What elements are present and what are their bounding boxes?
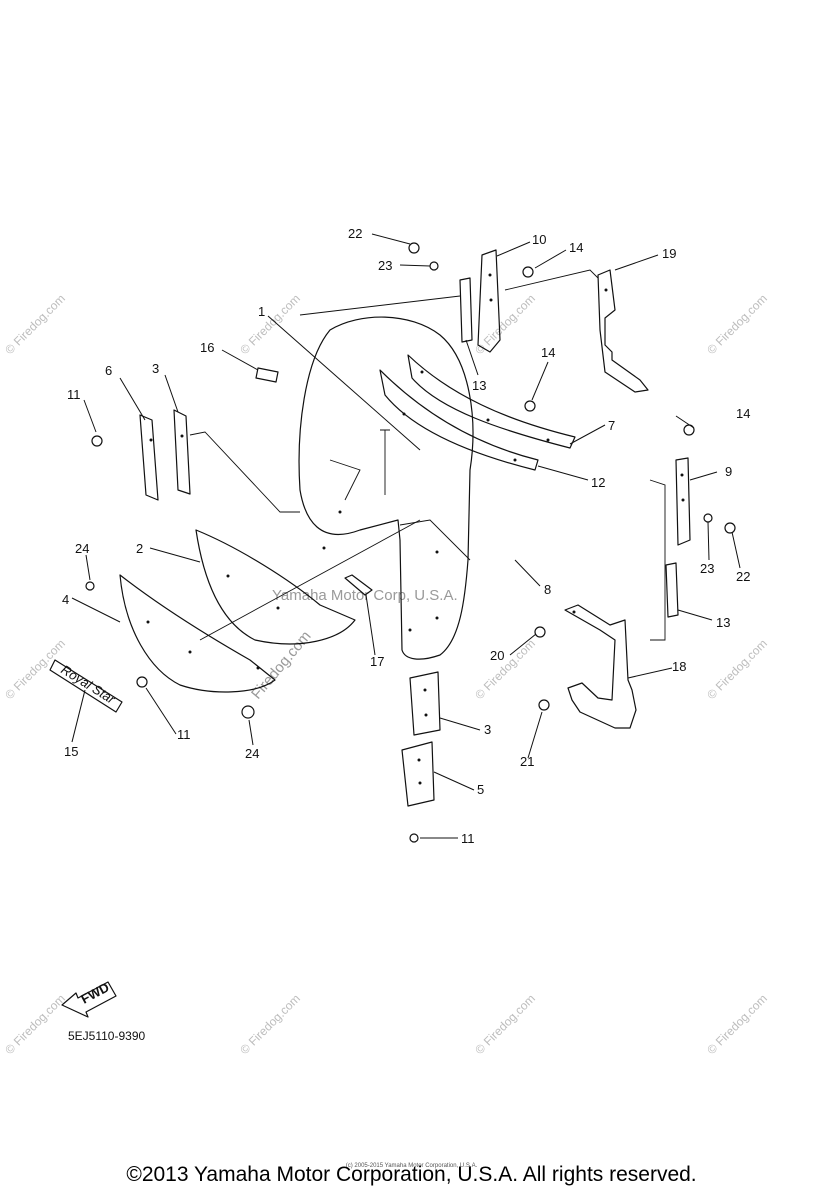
part-code: 5EJ5110-9390 (68, 1029, 146, 1043)
callout-11: 11 (67, 387, 81, 402)
callout-17: 17 (370, 654, 384, 669)
stay-parts (379, 354, 576, 471)
callout-15: 15 (64, 744, 78, 759)
tiny-copyright: (c) 2005-2015 Yamaha Motor Corporation, … (345, 1163, 478, 1169)
callout-23: 23 (378, 258, 392, 273)
lower-bracket-part (564, 604, 637, 729)
watermark-tile: © Firedog.com (237, 291, 303, 357)
callout-20: 20 (490, 648, 504, 663)
callout-19: 19 (662, 246, 676, 261)
callout-22: 22 (348, 226, 362, 241)
callout-2: 2 (136, 541, 143, 556)
watermark-tile: © Firedog.com (704, 291, 770, 357)
callout-21: 21 (520, 754, 534, 769)
watermark-tile: © Firedog.com (704, 991, 770, 1057)
bracket-parts (459, 249, 649, 393)
callout-16: 16 (200, 340, 214, 355)
callout-23: 23 (700, 561, 714, 576)
callout-24: 24 (75, 541, 89, 556)
callout-14: 14 (569, 240, 583, 255)
watermark-tile: © Firedog.com (472, 636, 538, 702)
watermark-firedog: Firedog.com (248, 628, 315, 703)
callout-11: 11 (461, 831, 475, 846)
left-plate-parts (139, 409, 300, 513)
watermark-tile: © Firedog.com (2, 291, 68, 357)
callout-18: 18 (672, 659, 686, 674)
callout-4: 4 (62, 592, 69, 607)
callout-9: 9 (725, 464, 732, 479)
callout-5: 5 (477, 782, 484, 797)
copyright-footer: ©2013 Yamaha Motor Corporation, U.S.A. A… (126, 1163, 697, 1186)
decal-part (255, 367, 279, 383)
callout-1: 1 (258, 304, 265, 319)
callout-6: 6 (105, 363, 112, 378)
fwd-label: FWD (78, 980, 111, 1007)
watermark-tile: © Firedog.com (472, 991, 538, 1057)
callout-labels: 22 10 14 19 23 1 13 16 14 6 3 11 7 14 12… (62, 226, 750, 846)
center-plate-parts (401, 671, 441, 807)
watermark-tile: © Firedog.com (237, 991, 303, 1057)
callout-8: 8 (544, 582, 551, 597)
callout-11: 11 (177, 727, 191, 742)
callout-14: 14 (541, 345, 555, 360)
fastener-parts (85, 242, 736, 843)
watermark-tile: © Firedog.com (2, 636, 68, 702)
callout-3: 3 (152, 361, 159, 376)
watermark-tile: © Firedog.com (704, 636, 770, 702)
watermark-tile: © Firedog.com (2, 991, 68, 1057)
callout-7: 7 (608, 418, 615, 433)
callout-24: 24 (245, 746, 259, 761)
callout-12: 12 (591, 475, 605, 490)
callout-22: 22 (736, 569, 750, 584)
emblem-text: Royal Star (58, 662, 118, 707)
callout-14: 14 (736, 406, 750, 421)
callout-13: 13 (472, 378, 486, 393)
royal-star-emblem: Royal Star (49, 659, 123, 713)
fwd-arrow-icon: FWD (61, 980, 117, 1018)
leader-lines (71, 233, 741, 839)
callout-10: 10 (532, 232, 546, 247)
watermark-tiles: © Firedog.com © Firedog.com © Firedog.co… (2, 291, 770, 1057)
right-stay-parts (649, 457, 691, 641)
callout-13: 13 (716, 615, 730, 630)
lower-cowl-parts (119, 519, 421, 693)
callout-3: 3 (484, 722, 491, 737)
